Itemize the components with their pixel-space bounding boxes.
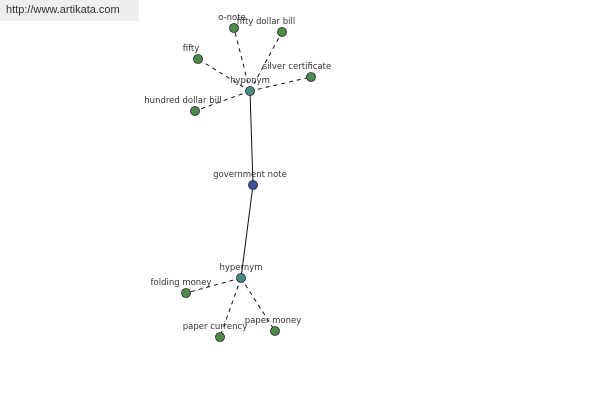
term-node-paper-currency[interactable] bbox=[215, 332, 225, 342]
term-node-o-note[interactable] bbox=[229, 23, 239, 33]
edge-hypernym-to-paper-money bbox=[240, 277, 276, 332]
central-node-label: government note bbox=[213, 170, 287, 180]
edge-hypernym-to-paper-currency bbox=[219, 277, 242, 338]
edge-hypernym-to-folding-money bbox=[185, 277, 242, 294]
edge-hyponym-to-o-note bbox=[233, 27, 251, 92]
term-node-silver-certificate[interactable] bbox=[306, 72, 316, 82]
relation-label-hypernym: hypernym bbox=[219, 263, 262, 273]
relation-node-hypernym[interactable] bbox=[236, 273, 246, 283]
term-node-paper-money[interactable] bbox=[270, 326, 280, 336]
relation-label-hyponym: hyponym bbox=[230, 76, 270, 86]
central-node[interactable] bbox=[248, 180, 258, 190]
term-label-fifty-dollar-bill: fifty dollar bill bbox=[237, 17, 295, 27]
nodes bbox=[181, 23, 316, 342]
term-label-fifty: fifty bbox=[183, 44, 200, 54]
term-node-hundred-dollar-bill[interactable] bbox=[190, 106, 200, 116]
edge-hyponym-to-fifty bbox=[197, 58, 251, 92]
term-label-folding-money: folding money bbox=[151, 278, 212, 288]
term-node-folding-money[interactable] bbox=[181, 288, 191, 298]
edge-hyponym-to-silver-certificate bbox=[249, 76, 312, 92]
term-node-fifty[interactable] bbox=[193, 54, 203, 64]
watermark-url: http://www.artikata.com bbox=[0, 0, 139, 21]
term-node-fifty-dollar-bill[interactable] bbox=[277, 27, 287, 37]
term-label-o-note: o-note bbox=[218, 13, 246, 23]
edges bbox=[185, 27, 312, 338]
term-label-paper-currency: paper currency bbox=[183, 322, 247, 332]
edge-hyponym-to-hundred-dollar-bill bbox=[194, 90, 251, 112]
edge-center-to-hyponym bbox=[249, 90, 254, 186]
term-label-paper-money: paper money bbox=[245, 316, 302, 326]
term-label-hundred-dollar-bill: hundred dollar bill bbox=[144, 96, 221, 106]
relation-node-hyponym[interactable] bbox=[245, 86, 255, 96]
term-label-silver-certificate: silver certificate bbox=[263, 62, 332, 72]
edge-center-to-hypernym bbox=[240, 184, 254, 279]
edge-hyponym-to-fifty-dollar-bill bbox=[249, 31, 283, 92]
